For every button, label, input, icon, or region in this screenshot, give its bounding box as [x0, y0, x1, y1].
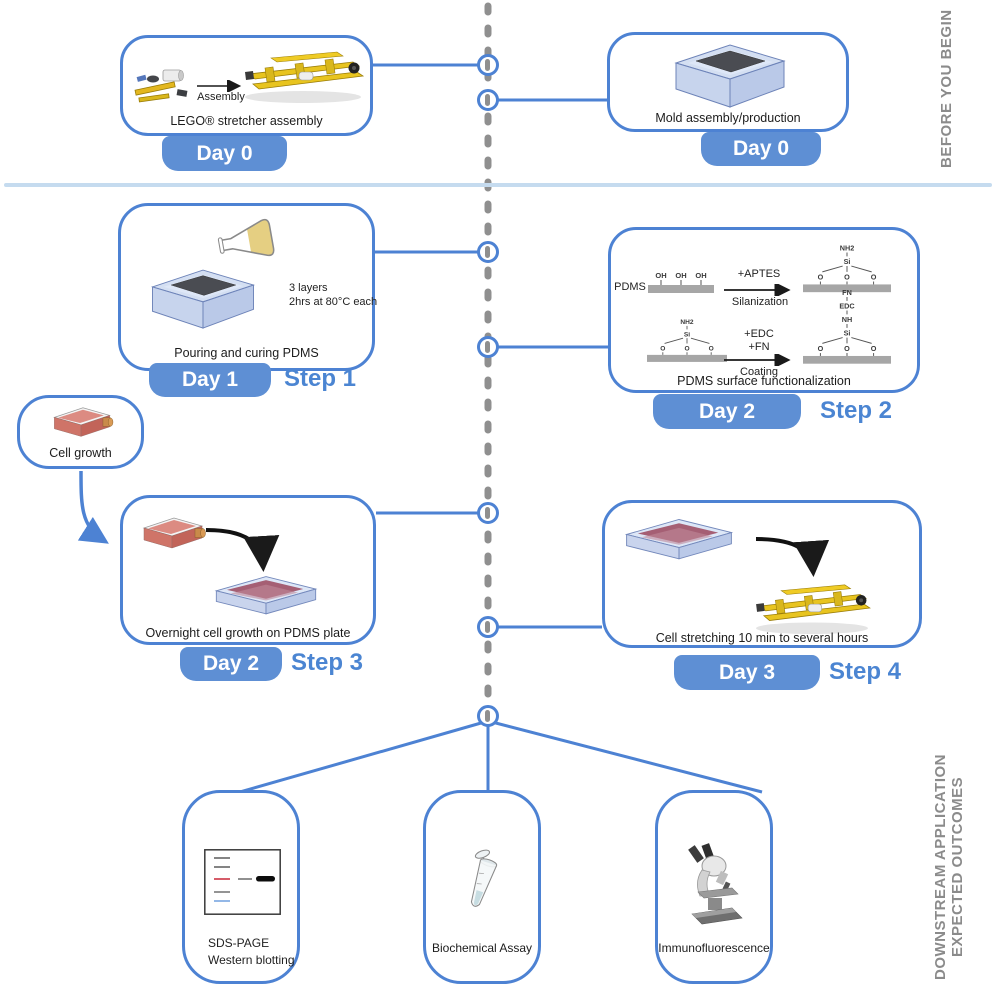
chem-reagent-aptes: +APTES: [737, 268, 781, 280]
sds-page-box: SDS-PAGE Western blotting: [182, 790, 300, 984]
svg-text:EDC: EDC: [839, 302, 855, 311]
day-badge: Day 3: [674, 655, 820, 690]
vertical-label-downstream: DOWNSTREAM APPLICATION EXPECTED OUTCOMES: [932, 742, 966, 992]
assembly-arrow: [197, 80, 242, 92]
timeline-node: [477, 336, 499, 358]
step-label: Step 3: [291, 649, 364, 676]
svg-text:OH: OH: [695, 271, 706, 280]
day-badge: Day 0: [701, 132, 821, 166]
svg-text:Si: Si: [844, 329, 851, 338]
vertical-label-before-you-begin: BEFORE YOU BEGIN: [938, 9, 955, 168]
step-label: Step 2: [820, 397, 893, 424]
cell-growth-box: Cell growth: [17, 395, 144, 469]
timeline-node: [477, 241, 499, 263]
svg-text:O: O: [871, 344, 877, 353]
lego-assembly-box: Assembly LEGO® stretcher assembly: [120, 35, 373, 136]
branch-line-left: [239, 719, 489, 794]
assembled-stretcher-illustration: [245, 51, 365, 103]
sds-caption-line1: SDS-PAGE: [208, 936, 270, 950]
svg-text:O: O: [818, 273, 824, 282]
mold-caption: Mold assembly/production: [655, 111, 801, 125]
timeline-node: [477, 89, 499, 111]
expected-outcomes-label: EXPECTED OUTCOMES: [949, 776, 966, 958]
chem-silane-structure: NH2 Si O O O: [803, 244, 891, 293]
stretching-caption: Cell stretching 10 min to several hours: [655, 631, 869, 645]
immunofluorescence-box: Immunofluorescence: [655, 790, 773, 984]
timeline-node: [477, 502, 499, 524]
microscope-icon: [688, 843, 743, 925]
functionalization-caption: PDMS surface functionalization: [677, 374, 851, 388]
day-badge: Day 2: [653, 394, 801, 429]
chem-arrow-coating: [724, 354, 791, 366]
section-divider: [4, 183, 992, 187]
day-badge: Day 1: [149, 363, 271, 397]
cell-growth-caption: Cell growth: [49, 446, 112, 460]
svg-text:FN: FN: [842, 288, 852, 297]
svg-text:NH2: NH2: [680, 319, 694, 326]
pdms-plate-illustration: [214, 576, 318, 615]
cell-stretching-box: Cell stretching 10 min to several hours: [602, 500, 922, 648]
step-label: Step 1: [284, 365, 357, 392]
chem-reagent-fn: +FN: [748, 341, 770, 353]
day-badge: Day 0: [162, 136, 287, 171]
mold-illustration: [150, 269, 256, 329]
svg-text:O: O: [684, 345, 689, 352]
pouring-caption: Pouring and curing PDMS: [174, 346, 319, 360]
mold-illustration: [674, 44, 786, 108]
sds-caption-line2: Western blotting: [208, 953, 295, 967]
svg-text:O: O: [660, 345, 665, 352]
svg-text:O: O: [871, 273, 877, 282]
svg-text:OH: OH: [675, 271, 686, 280]
lego-caption: LEGO® stretcher assembly: [170, 114, 323, 128]
svg-text:O: O: [709, 345, 714, 352]
downstream-application-label: DOWNSTREAM APPLICATION: [932, 754, 949, 980]
svg-text:NH: NH: [842, 315, 852, 324]
assembled-stretcher-illustration: [756, 584, 871, 635]
transfer-arrow: [755, 537, 830, 577]
svg-text:O: O: [818, 344, 824, 353]
timeline-node: [477, 54, 499, 76]
chem-process-silanization: Silanization: [731, 296, 789, 308]
overnight-growth-box: Overnight cell growth on PDMS plate: [120, 495, 376, 645]
svg-text:Si: Si: [844, 257, 851, 266]
svg-text:NH2: NH2: [840, 244, 855, 253]
lego-parts-illustration: [134, 69, 188, 103]
pouring-curing-box: 3 layers 2hrs at 80°C each Pouring and c…: [118, 203, 378, 371]
curing-note-line1: 3 layers: [289, 282, 328, 294]
transfer-arrow: [205, 528, 280, 572]
overnight-caption: Overnight cell growth on PDMS plate: [145, 626, 351, 640]
pdms-plate-illustration: [624, 518, 734, 560]
chem-process-coating: Coating: [740, 366, 778, 378]
branch-line-right: [487, 719, 763, 794]
biochemical-caption: Biochemical Assay: [431, 941, 533, 955]
curing-note-line2: 2hrs at 80°C each: [289, 296, 378, 308]
chem-fn-structure: FN EDC NH Si O O O: [803, 288, 891, 364]
timeline-node: [477, 616, 499, 638]
immunofluorescence-caption: Immunofluorescence: [658, 941, 770, 955]
day-badge: Day 2: [180, 647, 282, 681]
svg-text:O: O: [844, 273, 850, 282]
chem-reagent-edc: +EDC: [744, 328, 774, 340]
chem-arrow-silanization: [724, 284, 791, 296]
gel-blot-illustration: [204, 849, 281, 915]
cell-growth-arrow: [77, 470, 109, 544]
timeline-node: [477, 705, 499, 727]
flask-icon: [217, 218, 275, 257]
chem-substrate-label: PDMS: [614, 281, 646, 293]
microtube-icon: [470, 849, 498, 907]
biochemical-assay-box: Biochemical Assay: [423, 790, 541, 984]
svg-text:Si: Si: [684, 331, 690, 338]
cell-flask-icon: [53, 407, 114, 437]
assembly-arrow-label: Assembly: [197, 91, 245, 103]
chem-oh-substrate: OH OH OH: [648, 271, 714, 293]
cell-flask-icon: [142, 517, 206, 549]
mold-assembly-box: Mold assembly/production: [607, 32, 849, 132]
svg-text:O: O: [844, 344, 850, 353]
step-label: Step 4: [829, 658, 902, 685]
chem-silane-structure: NH2 Si O O O: [647, 319, 727, 362]
svg-text:OH: OH: [655, 271, 666, 280]
functionalization-box: PDMS OH OH OH +APTES Silanization NH2 Si…: [608, 227, 920, 393]
